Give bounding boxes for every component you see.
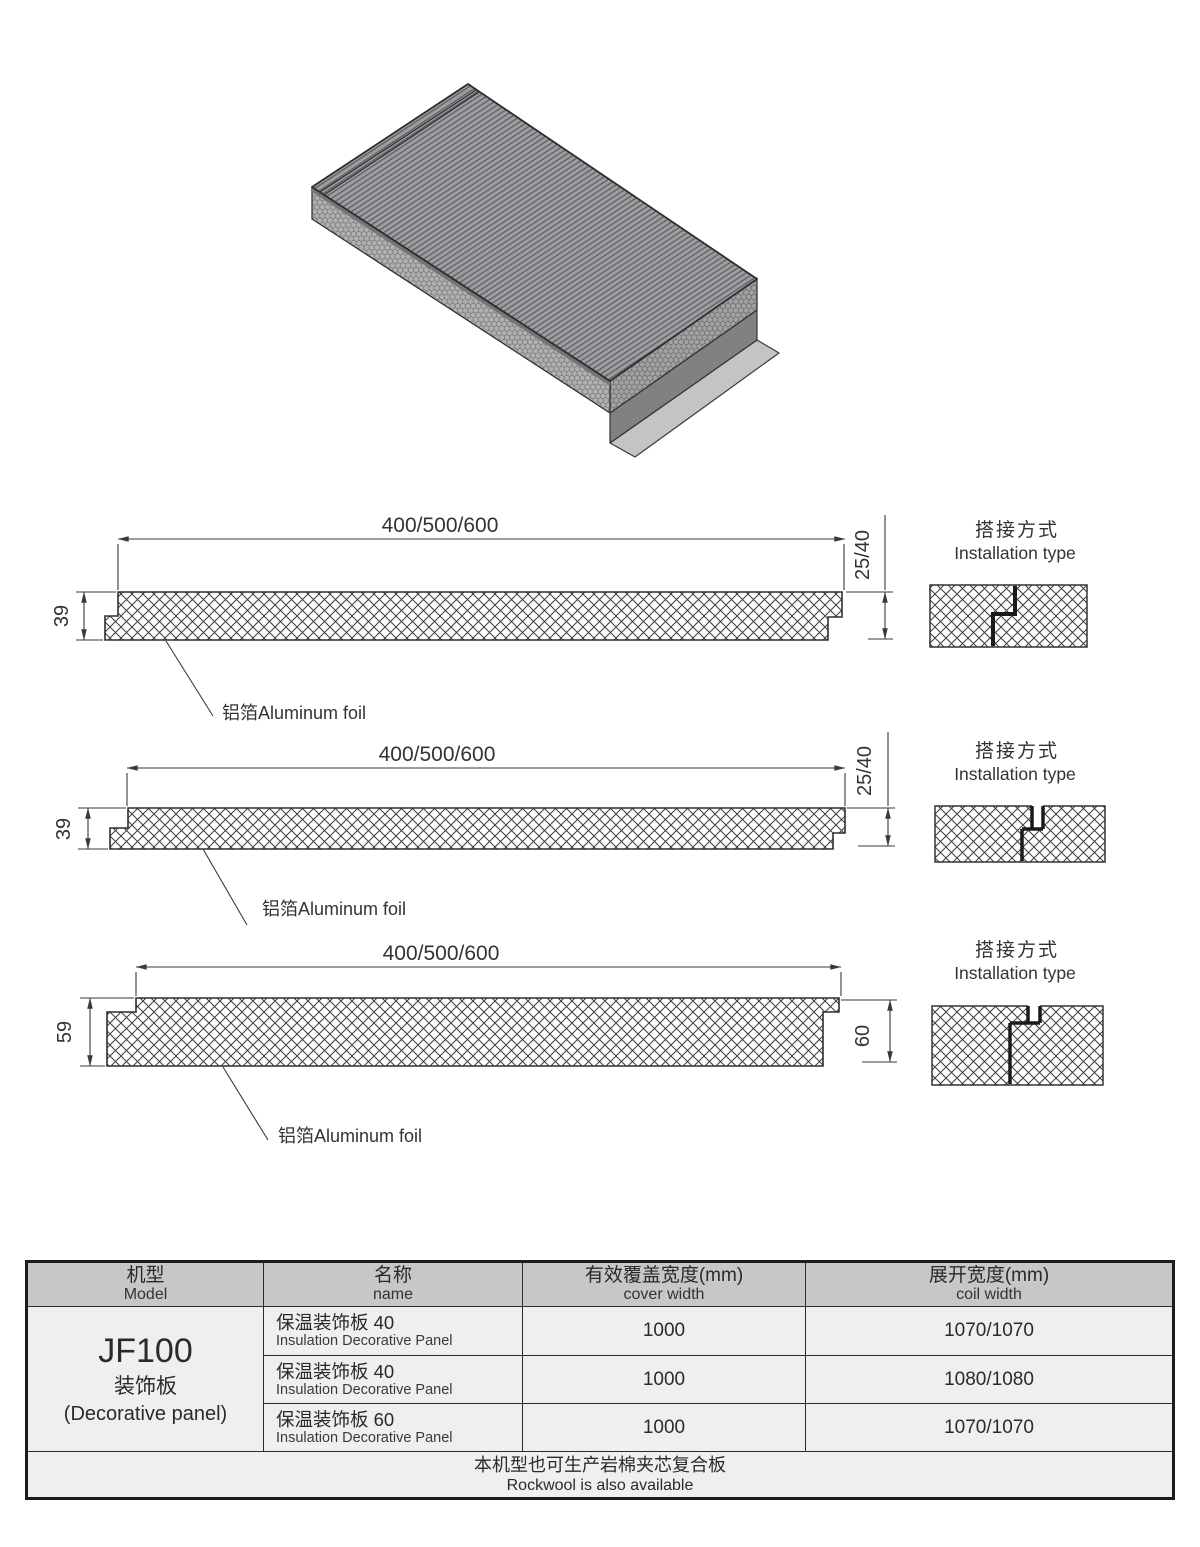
cs3-thickness-dim-label: 59 xyxy=(54,1021,76,1043)
table-row-2-name: 保温装饰板 40 Insulation Decorative Panel xyxy=(264,1356,523,1404)
header-coil-width: 展开宽度(mm) coil width xyxy=(806,1263,1172,1307)
cross-section-3: 400/500/600 59 60 铝箔Aluminum foil 搭接方式 I… xyxy=(54,939,1104,1146)
cs3-panel-profile xyxy=(106,997,840,1067)
cs2-thickness-dim-label: 39 xyxy=(53,818,75,840)
cs2-install-title-zh: 搭接方式 xyxy=(975,740,1059,762)
table-row-3-cover: 1000 xyxy=(523,1404,806,1452)
header-model-zh: 机型 xyxy=(126,1265,165,1286)
cs3-foil-label: 铝箔Aluminum foil xyxy=(278,1126,422,1146)
header-name-en: name xyxy=(372,1286,414,1303)
cs1-panel-profile xyxy=(104,591,843,641)
technical-drawing-canvas: 400/500/600 39 25/40 铝箔Aluminum foil 搭接方… xyxy=(51,83,1106,1146)
row1-name-zh: 保温装饰板 40 xyxy=(276,1312,395,1333)
table-row-1-cover: 1000 xyxy=(523,1307,806,1356)
table-row-3-coil: 1070/1070 xyxy=(806,1404,1172,1452)
row3-cover-value: 1000 xyxy=(642,1416,686,1438)
cs3-install-title-zh: 搭接方式 xyxy=(975,939,1059,961)
isometric-panel-drawing xyxy=(311,83,780,458)
cs3-install-title-en: Installation type xyxy=(954,963,1076,983)
cs2-foil-label: 铝箔Aluminum foil xyxy=(262,899,406,919)
cs3-step-dim-label: 60 xyxy=(852,1025,874,1047)
cs1-foil-label: 铝箔Aluminum foil xyxy=(222,703,366,723)
panel-ribbed-top-face xyxy=(311,83,758,382)
model-code: JF100 xyxy=(98,1331,193,1370)
table-row-2-cover: 1000 xyxy=(523,1356,806,1404)
panel-side-sheet-edge xyxy=(312,187,610,386)
header-coil-width-en: coil width xyxy=(956,1286,1022,1303)
model-name-en: (Decorative panel) xyxy=(63,1402,228,1425)
spec-table: 机型 Model 名称 name 有效覆盖宽度(mm) cover width … xyxy=(25,1260,1175,1500)
cs3-width-dim-label: 400/500/600 xyxy=(383,942,500,965)
cs1-install-title-en: Installation type xyxy=(954,543,1076,563)
cross-section-1: 400/500/600 39 25/40 铝箔Aluminum foil 搭接方… xyxy=(51,514,1088,723)
cs2-install-joint-diagram xyxy=(934,804,1106,863)
header-model: 机型 Model xyxy=(28,1263,264,1307)
row3-name-en: Insulation Decorative Panel xyxy=(276,1429,453,1446)
cs3-install-joint-diagram xyxy=(931,1004,1104,1086)
row3-coil-value: 1070/1070 xyxy=(944,1416,1034,1438)
header-name: 名称 name xyxy=(264,1263,523,1307)
row2-coil-value: 1080/1080 xyxy=(944,1368,1034,1390)
model-name-zh: 装饰板 xyxy=(114,1374,177,1398)
cross-section-2: 400/500/600 39 25/40 铝箔Aluminum foil 搭接方… xyxy=(53,732,1106,926)
header-cover-width-zh: 有效覆盖宽度(mm) xyxy=(584,1265,744,1286)
cs1-step-dim-label: 25/40 xyxy=(852,530,874,580)
header-model-en: Model xyxy=(123,1286,168,1303)
table-footer-note: 本机型也可生产岩棉夹芯复合板 Rockwool is also availabl… xyxy=(28,1452,1172,1497)
cs1-install-joint-diagram xyxy=(929,584,1088,648)
cs1-width-dim-label: 400/500/600 xyxy=(382,514,499,537)
footer-note-en: Rockwool is also available xyxy=(506,1476,694,1494)
row1-cover-value: 1000 xyxy=(642,1320,686,1341)
header-name-zh: 名称 xyxy=(373,1265,412,1286)
row1-name-en: Insulation Decorative Panel xyxy=(276,1333,453,1349)
row1-coil-value: 1070/1070 xyxy=(944,1320,1034,1341)
model-cell: JF100 装饰板 (Decorative panel) xyxy=(28,1307,264,1452)
row2-name-zh: 保温装饰板 40 xyxy=(276,1360,395,1382)
cs2-install-title-en: Installation type xyxy=(954,764,1076,784)
cs2-panel-profile xyxy=(109,807,846,850)
header-cover-width: 有效覆盖宽度(mm) cover width xyxy=(523,1263,806,1307)
header-coil-width-zh: 展开宽度(mm) xyxy=(928,1265,1050,1286)
cs2-width-dim-label: 400/500/600 xyxy=(379,743,496,766)
row2-cover-value: 1000 xyxy=(642,1368,686,1390)
panel-top-groove-lines xyxy=(319,89,480,196)
header-cover-width-en: cover width xyxy=(623,1286,705,1303)
cs1-thickness-dim-label: 39 xyxy=(51,605,73,627)
row3-name-zh: 保温装饰板 60 xyxy=(276,1408,395,1430)
cs1-install-title-zh: 搭接方式 xyxy=(975,519,1059,541)
table-row-3-name: 保温装饰板 60 Insulation Decorative Panel xyxy=(264,1404,523,1452)
table-row-1-name: 保温装饰板 40 Insulation Decorative Panel xyxy=(264,1307,523,1356)
footer-note-zh: 本机型也可生产岩棉夹芯复合板 xyxy=(474,1454,726,1475)
table-row-1-coil: 1070/1070 xyxy=(806,1307,1172,1356)
table-row-2-coil: 1080/1080 xyxy=(806,1356,1172,1404)
row2-name-en: Insulation Decorative Panel xyxy=(276,1381,453,1398)
cs2-step-dim-label: 25/40 xyxy=(854,746,876,796)
